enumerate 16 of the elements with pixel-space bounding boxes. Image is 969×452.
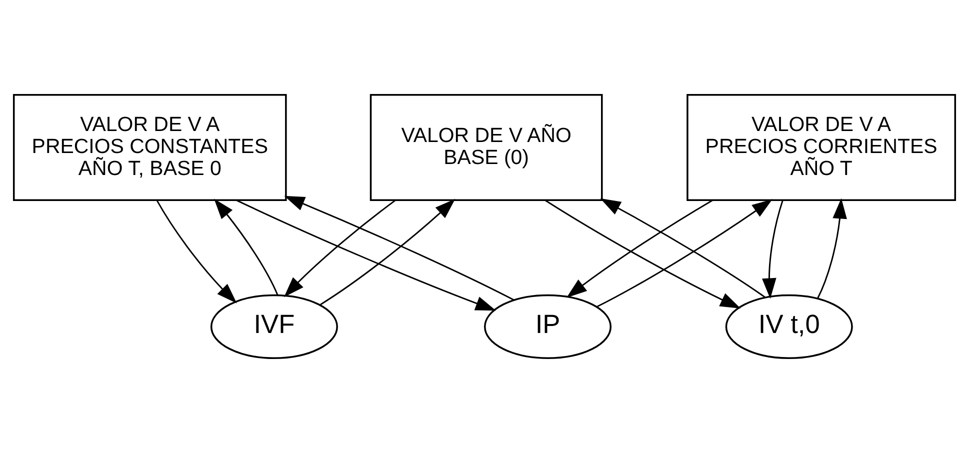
arrow [236, 199, 496, 310]
node-ellipse: IVF [210, 294, 338, 359]
arrow [284, 199, 396, 297]
arrow [544, 199, 741, 308]
node-ellipse: IV t,0 [725, 294, 853, 359]
arrow [762, 200, 784, 298]
arrow [214, 198, 278, 295]
arrow [816, 198, 847, 298]
node-box: VALOR DE V AÑO BASE (0) [370, 93, 603, 201]
node-ellipse: IP [484, 294, 612, 359]
arrow [156, 200, 237, 303]
node-box: VALOR DE V A PRECIOS CORRIENTES AÑO T [686, 93, 956, 201]
node-box: VALOR DE V A PRECIOS CONSTANTES AÑO T, BASE 0 [12, 93, 287, 201]
arrow [320, 198, 456, 305]
arrow [566, 199, 713, 298]
arrow [284, 195, 514, 300]
